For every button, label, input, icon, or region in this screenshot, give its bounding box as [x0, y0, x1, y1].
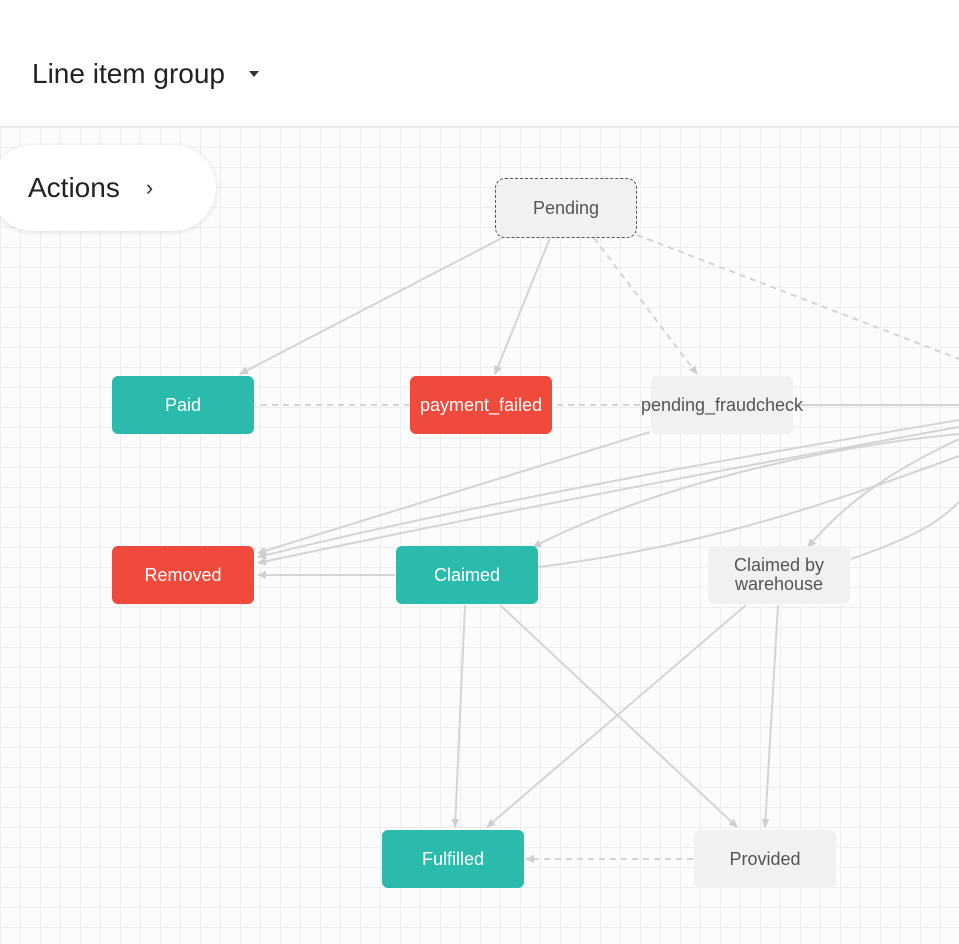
node-pending-fraudcheck[interactable]: pending_fraudcheck — [641, 376, 803, 434]
edge-pending-paid — [239, 237, 503, 375]
edge-claimed-offscreen — [537, 455, 959, 568]
node-payment-failed[interactable]: payment_failed — [410, 376, 552, 434]
node-claimed-by-warehouse[interactable]: Claimed by warehouse — [708, 546, 850, 604]
edge-pending-fraudcheck — [593, 237, 698, 375]
edge-offscreen-removed-a — [257, 419, 959, 559]
node-provided-label: Provided — [729, 848, 801, 869]
group-select-label: Line item group — [32, 58, 226, 89]
edge-claimed-provided — [499, 604, 738, 828]
node-provided[interactable]: Provided — [694, 830, 836, 888]
node-claimed-by-warehouse-line1: Claimed by — [733, 555, 825, 575]
edge-fraudcheck-removed — [257, 431, 651, 555]
edges-layer — [239, 234, 959, 863]
header-bar: Line item group — [0, 0, 959, 127]
actions-button[interactable]: Actions › — [0, 145, 216, 231]
diagram-canvas[interactable]: Actions › Pending Paid payment_failed pe… — [0, 127, 959, 944]
edge-offscreen-removed-b — [257, 426, 959, 566]
node-fulfilled[interactable]: Fulfilled — [382, 830, 524, 888]
node-paid[interactable]: Paid — [112, 376, 254, 434]
edge-claimed-fulfilled — [451, 604, 466, 828]
node-removed[interactable]: Removed — [112, 546, 254, 604]
edge-claimed-by-warehouse-offscreen — [850, 501, 959, 560]
edge-offscreen-claimed-by-warehouse — [807, 438, 959, 548]
edge-claimed-by-warehouse-provided — [761, 604, 779, 828]
node-pending-fraudcheck-label: pending_fraudcheck — [640, 394, 804, 415]
edge-claimed-by-warehouse-fulfilled — [486, 604, 747, 828]
node-claimed-by-warehouse-line2: warehouse — [734, 574, 824, 594]
group-select-dropdown[interactable]: Line item group — [32, 58, 260, 90]
edge-pending-payment-failed — [494, 237, 551, 375]
node-fulfilled-label: Fulfilled — [421, 848, 485, 869]
edge-pending-offscreen — [636, 234, 959, 360]
chevron-right-icon: › — [145, 175, 154, 200]
actions-label: Actions — [28, 172, 120, 203]
node-claimed[interactable]: Claimed — [396, 546, 538, 604]
node-paid-label: Paid — [164, 394, 202, 415]
caret-down-icon — [249, 71, 260, 77]
node-claimed-label: Claimed — [433, 564, 501, 585]
node-pending-label: Pending — [532, 197, 600, 218]
node-payment-failed-label: payment_failed — [419, 394, 543, 415]
node-removed-label: Removed — [144, 564, 222, 585]
edge-offscreen-claimed — [532, 433, 959, 548]
node-pending[interactable]: Pending — [495, 178, 637, 238]
